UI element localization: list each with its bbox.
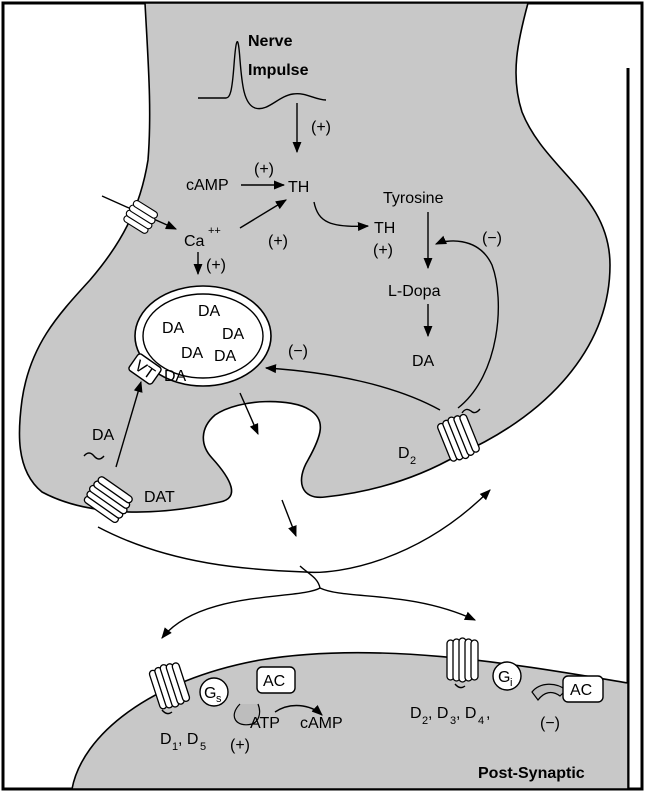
impulse-plus-sign: (+) (311, 119, 331, 136)
d2-post-receptor (446, 637, 479, 683)
th-step-plus-sign: (+) (373, 242, 393, 259)
d1-plus-sign: (+) (230, 737, 250, 754)
gs-protein (199, 677, 229, 707)
d2-auto-label: D (398, 445, 410, 462)
ca-vesicle-plus-sign: (+) (206, 257, 226, 274)
dat-tail (83, 452, 105, 460)
ca-to-th-arrow (239, 199, 287, 229)
calcium-label: Ca (184, 233, 205, 250)
gi-subscript: i (510, 677, 512, 689)
vesicle-da-2: DA (198, 303, 221, 320)
calcium-channel (101, 195, 178, 234)
d2-minus-sign: (−) (540, 715, 560, 732)
vesicle-da-6: DA (214, 348, 237, 365)
dat-label: DAT (144, 489, 175, 506)
d2-to-th-feedback-arrow (434, 235, 500, 409)
vesicle-da-4: DA (181, 345, 204, 362)
gi-label: G (498, 669, 510, 686)
d2-subscript: 2 (422, 715, 428, 727)
presynaptic-terminal (18, 2, 611, 513)
th-enzyme-label: TH (288, 179, 309, 196)
cleft-to-d2-arrow (97, 489, 491, 574)
camp-plus-sign: (+) (254, 161, 274, 178)
post-synaptic-label: Post-Synaptic (478, 765, 585, 782)
vesicle-da-1: DA (162, 320, 185, 337)
d3-label: , D (428, 705, 448, 722)
gs-activation-arrow (233, 703, 261, 726)
ac-d1-label: AC (263, 673, 285, 690)
nerve-impulse-waveform (198, 41, 327, 110)
release-arrow-2 (281, 499, 297, 538)
vesicle-da-5: DA (164, 368, 187, 385)
d5-label: , D (178, 731, 198, 748)
d4-label: , D (456, 705, 476, 722)
camp-label: cAMP (186, 177, 229, 194)
d2-post-tail (454, 683, 466, 689)
vesicle-da-3: DA (222, 326, 245, 343)
th-to-th-arrow (313, 201, 370, 232)
gs-label: G (204, 685, 216, 702)
reuptake-da-label: DA (92, 427, 115, 444)
d3-subscript: 3 (450, 715, 456, 727)
gi-inhibition-arrow (531, 683, 567, 701)
d2-label: D (410, 705, 422, 722)
d2-auto-subscript: 2 (410, 455, 416, 467)
d1-tail (161, 709, 173, 715)
tyrosine-label: Tyrosine (383, 190, 444, 207)
d2-auto-tail (461, 408, 481, 414)
ca-plus-sign: (+) (268, 233, 288, 250)
d5-subscript: 5 (200, 741, 206, 753)
ac-d1-box (256, 666, 296, 694)
gi-protein (492, 661, 522, 691)
d4-trailing-comma: , (486, 705, 490, 722)
vmat-transporter: VT (128, 353, 162, 385)
branch-to-d1-arrow (161, 587, 321, 639)
ac-d2-label: AC (570, 682, 592, 699)
ac-d2-box (562, 675, 604, 703)
camp-post-label: cAMP (300, 715, 343, 732)
th-step-label: TH (374, 220, 395, 237)
calcium-charge: ++ (208, 225, 221, 237)
l-dopa-label: L-Dopa (388, 283, 441, 300)
reuptake-to-vmat-arrow (115, 380, 143, 468)
gs-subscript: s (216, 693, 222, 705)
d2-to-vesicle-feedback-arrow (264, 364, 441, 411)
synaptic-vesicle (134, 285, 272, 387)
nerve-impulse-label-2: Impulse (248, 62, 309, 79)
d1-label: D (160, 731, 172, 748)
da-product-label: DA (412, 353, 435, 370)
atp-label: ATP (250, 715, 280, 732)
branch-stem (299, 565, 321, 589)
atp-to-camp-arrow (274, 704, 323, 716)
d2-release-minus-sign: (−) (288, 343, 308, 360)
nerve-impulse-label-1: Nerve (248, 33, 293, 50)
release-arrow-1 (239, 392, 259, 436)
d1-subscript: 1 (172, 741, 178, 753)
branch-to-d2-arrow (319, 587, 477, 621)
d4-subscript: 4 (478, 715, 484, 727)
d2-th-minus-sign: (−) (482, 230, 502, 247)
